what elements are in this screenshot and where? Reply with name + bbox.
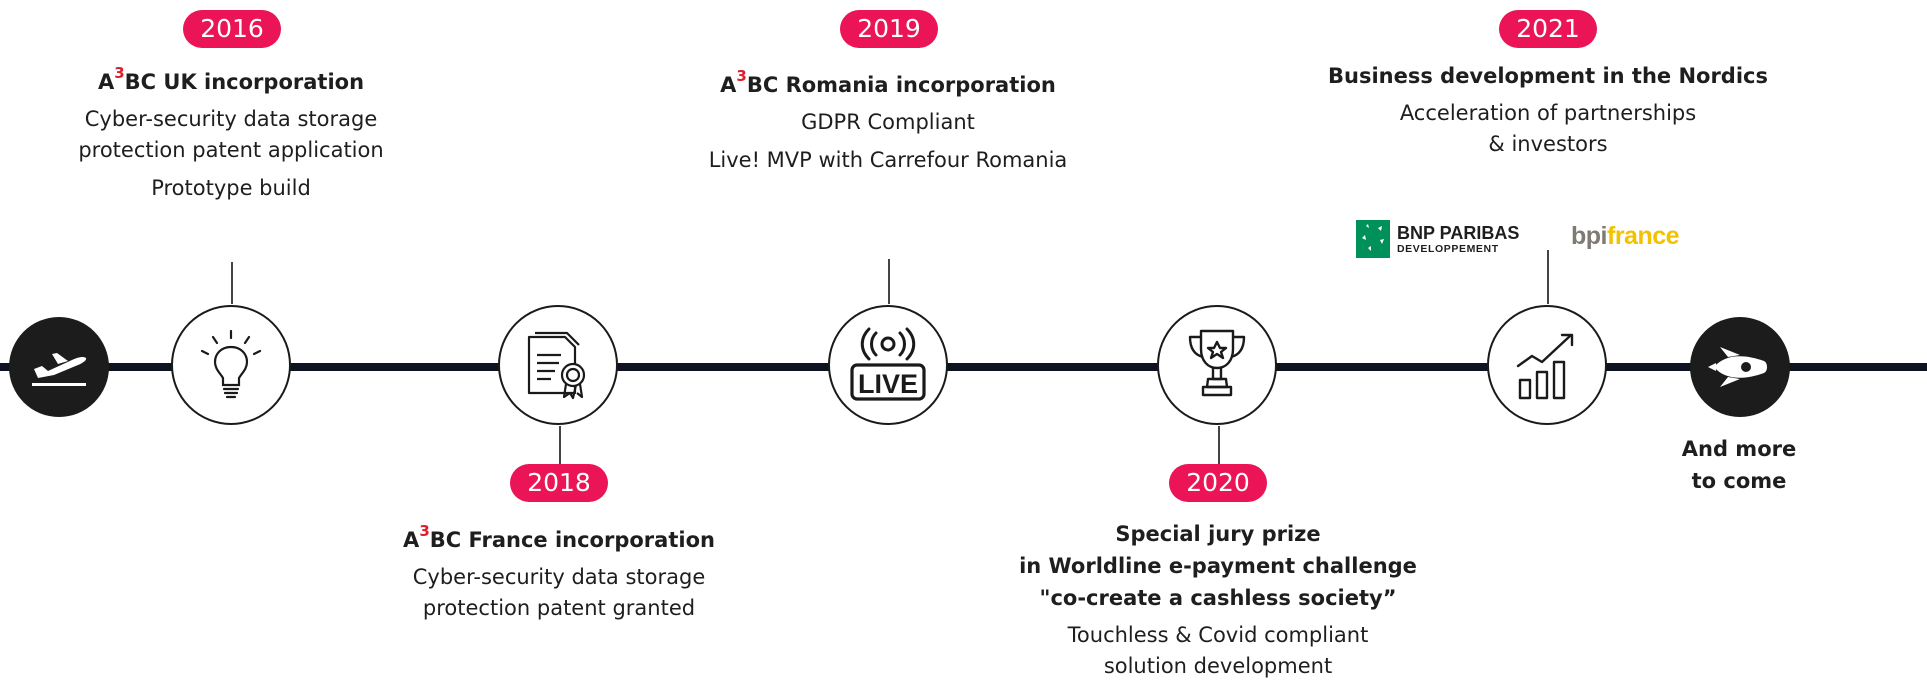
year-badge-2020: 2020	[1169, 464, 1267, 502]
milestone-line: Touchless & Covid compliant	[1067, 623, 1369, 647]
rocket-icon	[1690, 317, 1790, 417]
stem-2020	[1218, 426, 1220, 466]
and-more-to-come: And more to come	[1649, 433, 1829, 497]
bnp-paribas-logo: BNP PARIBAS DEVELOPPEMENT	[1356, 218, 1526, 260]
end-text-line: And more	[1681, 437, 1797, 461]
milestone-title: A3BC France incorporation	[403, 522, 715, 552]
milestone-2021-text: Business development in the Nordics Acce…	[1298, 61, 1798, 160]
airplane-takeoff-icon	[9, 317, 109, 417]
milestone-title: "co-create a cashless society”	[1039, 586, 1397, 610]
stem-2016	[231, 262, 233, 304]
live-broadcast-icon: LIVE	[828, 305, 948, 425]
milestone-2020-text: Special jury prize in Worldline e-paymen…	[988, 519, 1448, 682]
year-badge-2016: 2016	[183, 10, 281, 48]
milestone-line: & investors	[1488, 132, 1608, 156]
bnp-stars-mark	[1356, 220, 1390, 258]
milestone-line: Cyber-security data storage	[412, 565, 706, 589]
milestone-line: Prototype build	[151, 176, 311, 200]
milestone-title: in Worldline e-payment challenge	[1019, 554, 1417, 578]
stem-2019	[888, 259, 890, 304]
milestone-line: Live! MVP with Carrefour Romania	[708, 148, 1068, 172]
milestone-2018-text: A3BC France incorporation Cyber-security…	[369, 519, 749, 624]
bpifrance-logo: bpifrance	[1571, 222, 1680, 251]
milestone-line: Cyber-security data storage	[84, 107, 378, 131]
bnp-subtitle: DEVELOPPEMENT	[1397, 243, 1499, 255]
bnp-name: BNP PARIBAS	[1397, 223, 1520, 243]
lightbulb-icon	[171, 305, 291, 425]
milestone-line: Acceleration of partnerships	[1399, 101, 1697, 125]
stem-2021	[1547, 250, 1549, 304]
milestone-title: A3BC Romania incorporation	[720, 67, 1056, 97]
year-badge-2018: 2018	[510, 464, 608, 502]
milestone-line: solution development	[1103, 654, 1333, 678]
milestone-line: protection patent granted	[422, 596, 696, 620]
milestone-title: Special jury prize	[1115, 522, 1321, 546]
timeline-line	[0, 363, 1927, 371]
milestone-2019-text: A3BC Romania incorporation GDPR Complian…	[688, 64, 1088, 176]
milestone-line: protection patent application	[78, 138, 384, 162]
bpi-logo-part: france	[1607, 222, 1680, 250]
trophy-icon	[1157, 305, 1277, 425]
growth-chart-icon	[1487, 305, 1607, 425]
stem-2018	[559, 426, 561, 466]
milestone-line: GDPR Compliant	[801, 110, 975, 134]
milestone-title: Business development in the Nordics	[1328, 64, 1768, 88]
milestone-2016-text: A3BC UK incorporation Cyber-security dat…	[40, 61, 422, 204]
bpi-logo-part: bpi	[1571, 222, 1608, 250]
live-label: LIVE	[858, 369, 918, 399]
certificate-icon	[498, 305, 618, 425]
end-text-line: to come	[1691, 469, 1787, 493]
year-badge-2019: 2019	[840, 10, 938, 48]
milestone-title: A3BC UK incorporation	[97, 64, 365, 94]
year-badge-2021: 2021	[1499, 10, 1597, 48]
